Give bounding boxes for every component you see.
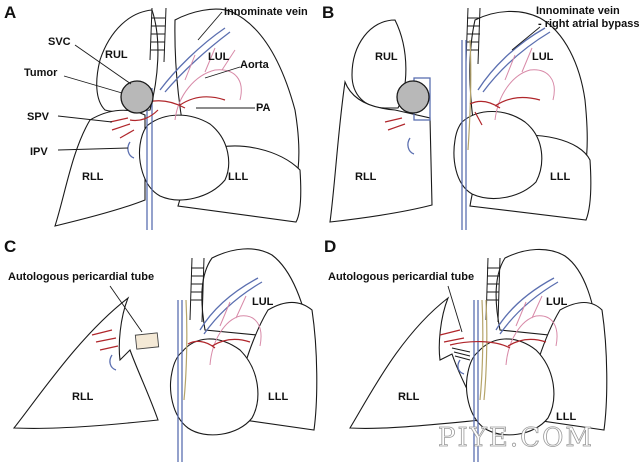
label-lul: LUL: [208, 51, 230, 63]
heart: [466, 338, 555, 436]
label-innominate-vein: Innominate vein: [536, 5, 620, 17]
label-lll: LLL: [556, 411, 576, 423]
svc: [177, 300, 183, 462]
innominate-vein: [495, 277, 559, 335]
tumor: [120, 80, 154, 114]
label-rul: RUL: [105, 49, 128, 61]
label-lll: LLL: [268, 391, 288, 403]
trachea: [149, 7, 167, 63]
label-tube: Autologous pericardial tube: [8, 271, 154, 283]
right-lower-lobe: [12, 296, 159, 429]
inferior-pulmonary-vein: [127, 141, 135, 159]
innominate-vein: [159, 27, 231, 93]
label-lll: LLL: [550, 171, 570, 183]
stump-vessels: [91, 329, 119, 351]
pulmonary-artery: [469, 96, 541, 126]
label-lul: LUL: [252, 296, 274, 308]
right-lower-lobe: [54, 109, 146, 227]
label-ipv: IPV: [30, 146, 48, 158]
label-spv: SPV: [27, 111, 50, 123]
label-tumor: Tumor: [24, 67, 58, 79]
panel-label-d: D: [324, 237, 336, 256]
svc: [461, 40, 467, 230]
label-aorta: Aorta: [240, 59, 270, 71]
trachea: [189, 257, 205, 323]
heart: [138, 114, 230, 201]
reimplanted-vessels: [439, 329, 465, 343]
panel-d: D Autologous pericardial tube LUL RLL LL…: [324, 237, 608, 462]
panel-b: B Innominate vein - right atrial bypass …: [322, 3, 639, 230]
innominate-vein-bypass: [477, 27, 551, 93]
label-rll: RLL: [398, 391, 420, 403]
pericardial-tube: [134, 332, 160, 350]
superior-pulmonary-vein: [109, 117, 135, 139]
right-lower-lobe: [329, 79, 433, 223]
heart: [453, 111, 543, 199]
panel-c: C Autologous pericardial tube LUL RLL LL…: [4, 237, 318, 462]
label-rll: RLL: [355, 171, 377, 183]
right-upper-lobe: [351, 19, 407, 109]
label-bypass: - right atrial bypass: [538, 18, 639, 30]
label-tube: Autologous pericardial tube: [328, 271, 474, 283]
panel-label-b: B: [322, 3, 334, 22]
label-pa: PA: [256, 102, 271, 114]
aorta: [494, 47, 555, 121]
label-lll: LLL: [228, 171, 248, 183]
bypass-graft: [467, 39, 472, 151]
bypass-graft: [183, 299, 188, 401]
label-svc: SVC: [48, 36, 71, 48]
aorta: [174, 47, 242, 121]
watermark: PIYE.COM: [438, 423, 594, 453]
inferior-pulmonary-vein: [457, 359, 465, 375]
aorta: [209, 295, 262, 366]
panel-label-c: C: [4, 237, 16, 256]
label-rll: RLL: [82, 171, 104, 183]
panel-label-a: A: [4, 3, 16, 22]
panel-a: A Innominate vein SVC RUL LUL Aorta Tumo…: [4, 3, 308, 230]
pulmonary-artery: [187, 338, 251, 349]
pulmonary-artery: [449, 338, 547, 349]
heart: [170, 338, 259, 436]
label-lul: LUL: [532, 51, 554, 63]
pericardial-tube-graft: [479, 299, 488, 401]
svc: [473, 300, 479, 462]
tumor: [396, 80, 430, 114]
inferior-pulmonary-vein: [109, 354, 117, 371]
aorta: [505, 295, 558, 366]
label-lul: LUL: [546, 296, 568, 308]
label-rul: RUL: [375, 51, 398, 63]
innominate-vein: [199, 277, 263, 335]
pulmonary-vein-branches: [384, 117, 406, 131]
label-rll: RLL: [72, 391, 94, 403]
anastomosis: [451, 347, 471, 361]
inferior-pulmonary-vein: [407, 137, 415, 155]
label-innominate-vein: Innominate vein: [224, 6, 308, 18]
right-lower-lobe: [349, 296, 483, 429]
